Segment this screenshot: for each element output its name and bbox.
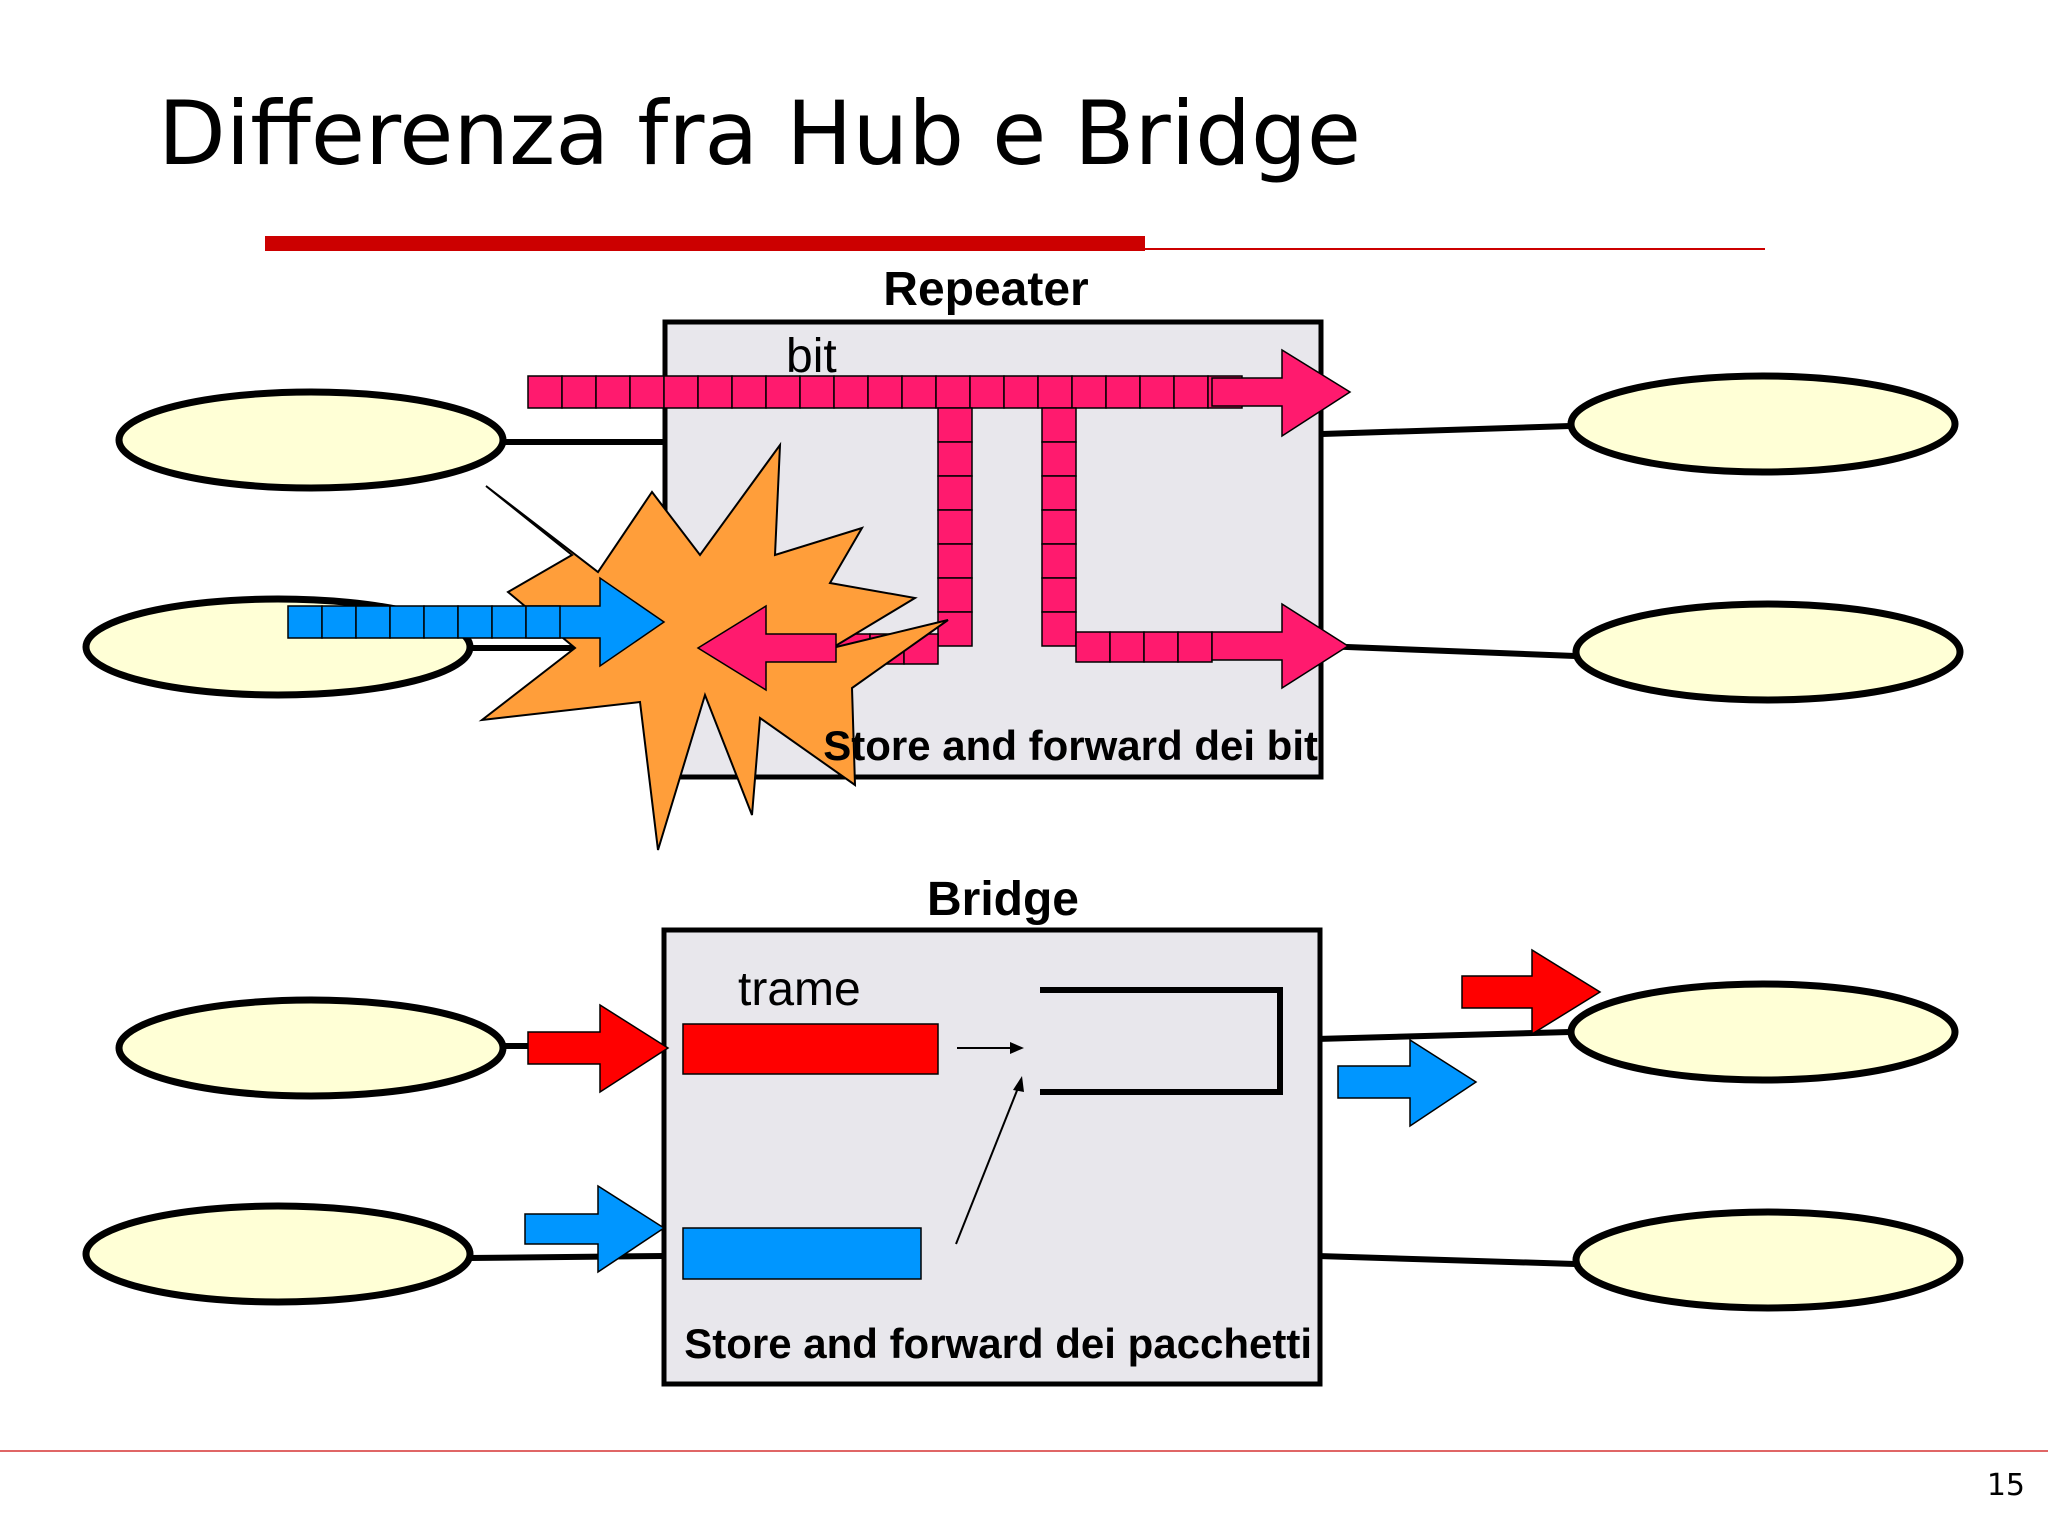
- slide-title: Differenza fra Hub e Bridge: [158, 82, 1361, 185]
- bridge-hosts: [82, 980, 1964, 1312]
- internal-forward-arrows: [955, 1042, 1024, 1245]
- bit-cell: [1105, 375, 1141, 409]
- bit-cell: [287, 605, 323, 639]
- bridge-box: [661, 927, 1323, 1387]
- host-node: [1572, 600, 1964, 704]
- host-node: [115, 388, 507, 492]
- bit-cell: [1037, 375, 1073, 409]
- blue-arrow-out: [1337, 1038, 1478, 1128]
- bit-cell: [1041, 509, 1077, 545]
- host-node: [1567, 372, 1959, 476]
- bridge-heading: Bridge: [927, 873, 1079, 926]
- bit-cell: [1173, 375, 1209, 409]
- title-rule-thick: [265, 236, 1145, 251]
- bit-cell: [937, 441, 973, 477]
- bit-cell: [1041, 543, 1077, 579]
- bit-cell: [355, 605, 391, 639]
- bit-cell: [697, 375, 733, 409]
- bit-cell: [867, 375, 903, 409]
- red-arrow-out: [1461, 948, 1602, 1036]
- bit-cell: [561, 375, 597, 409]
- bit-cell: [1071, 375, 1107, 409]
- bit-cell: [1139, 375, 1175, 409]
- bit-cell: [629, 375, 665, 409]
- red-arrow-in: [527, 1003, 670, 1094]
- page-number: 15: [1987, 1468, 2025, 1503]
- bit-cell: [423, 605, 459, 639]
- bit-cell: [937, 475, 973, 511]
- bit-cell: [833, 375, 869, 409]
- bit-cell: [525, 605, 561, 639]
- bit-arrow-left-collision: [696, 604, 837, 692]
- bit-cell: [937, 509, 973, 545]
- red-frame-buffer: [682, 1023, 939, 1075]
- blue-frame-buffer: [682, 1227, 922, 1280]
- bit-cell: [1041, 611, 1077, 647]
- bit-cell: [937, 543, 973, 579]
- footer-rule: [0, 1450, 2048, 1452]
- bit-cell: [1003, 375, 1039, 409]
- bit-cell: [937, 611, 973, 647]
- blue-bit-stream-overlay: [287, 605, 561, 639]
- bit-cell: [937, 407, 973, 443]
- bit-cell: [527, 375, 563, 409]
- bit-cell: [937, 577, 973, 613]
- bit-cell: [321, 605, 357, 639]
- bit-cell: [1041, 407, 1077, 443]
- output-queue-bracket: [1040, 987, 1283, 1095]
- trame-label: trame: [738, 963, 861, 1016]
- bit-cell: [1143, 631, 1179, 663]
- bit-cell: [457, 605, 493, 639]
- bit-arrow-right-top: [1211, 348, 1352, 438]
- host-node: [1567, 980, 1959, 1084]
- blue-arrow-in: [524, 1184, 666, 1274]
- bit-cell: [765, 375, 801, 409]
- bit-cell: [1075, 631, 1111, 663]
- bit-cell: [595, 375, 631, 409]
- bit-cell: [663, 375, 699, 409]
- bit-cell: [969, 375, 1005, 409]
- bit-cell: [389, 605, 425, 639]
- repeater-hosts: [115, 372, 1964, 704]
- bit-cell: [731, 375, 767, 409]
- host-node: [1572, 1208, 1964, 1312]
- bit-cell: [1041, 475, 1077, 511]
- bit-cell: [901, 375, 937, 409]
- bit-cell: [1041, 441, 1077, 477]
- bit-cell: [1041, 577, 1077, 613]
- repeater-caption: Store and forward dei bit: [823, 722, 1318, 769]
- bit-cell: [935, 375, 971, 409]
- bit-label: bit: [786, 330, 837, 383]
- repeater-heading: Repeater: [883, 263, 1088, 316]
- bit-cell: [1109, 631, 1145, 663]
- bit-cell: [491, 605, 527, 639]
- host-node: [82, 1202, 474, 1306]
- title-rule-thin: [1145, 248, 1765, 250]
- bit-cell: [799, 375, 835, 409]
- bit-arrow-right-bottom: [1211, 602, 1350, 690]
- bridge-caption: Store and forward dei pacchetti: [684, 1320, 1312, 1367]
- host-node: [115, 996, 507, 1100]
- bit-cell: [1177, 631, 1213, 663]
